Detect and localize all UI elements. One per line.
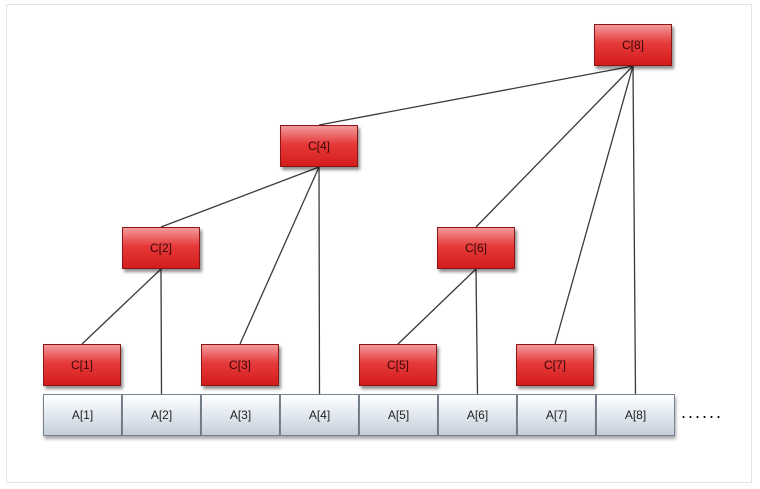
diagram-frame [6, 4, 752, 483]
array-cell-a5: A[5] [359, 394, 438, 436]
edge-c8-a8 [632, 65, 637, 395]
edge-c6-c5 [397, 268, 477, 345]
array-cell-a6: A[6] [438, 394, 517, 436]
tree-node-c4: C[4] [280, 125, 358, 167]
tree-node-c8: C[8] [594, 24, 672, 66]
array-cell-a1: A[1] [43, 394, 122, 436]
edge-c4-c2 [160, 166, 320, 228]
array-cell-a2: A[2] [122, 394, 201, 436]
array-cell-a7: A[7] [517, 394, 596, 436]
tree-node-c3: C[3] [201, 344, 279, 386]
tree-node-c2: C[2] [122, 227, 200, 269]
edge-c8-c4 [318, 65, 634, 126]
array-cell-a3: A[3] [201, 394, 280, 436]
tree-node-c5: C[5] [359, 344, 437, 386]
edge-c8-c6 [475, 65, 634, 228]
edge-c2-a2 [160, 268, 163, 395]
array-cell-a4: A[4] [280, 394, 359, 436]
edge-c8-c7 [554, 65, 634, 345]
edge-c6-a6 [475, 268, 479, 395]
edge-c4-c3 [239, 166, 320, 345]
array-cell-a8: A[8] [596, 394, 675, 436]
tree-node-c1: C[1] [43, 344, 121, 386]
edge-c2-c1 [81, 268, 162, 345]
tree-node-c6: C[6] [437, 227, 515, 269]
tree-node-c7: C[7] [516, 344, 594, 386]
continuation-ellipsis: ...... [681, 402, 724, 422]
edge-c4-a4 [318, 166, 321, 395]
